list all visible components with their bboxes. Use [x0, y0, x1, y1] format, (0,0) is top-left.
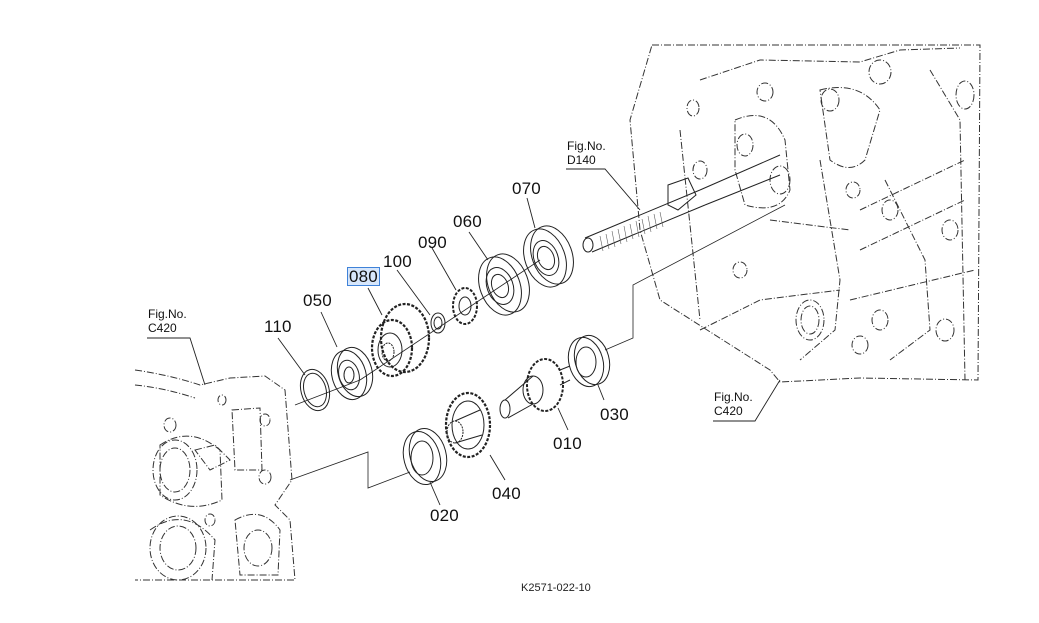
part-label-070[interactable]: 070	[512, 179, 541, 198]
part-label-010[interactable]: 010	[553, 434, 582, 453]
bearing-030	[567, 334, 611, 388]
part-label-050[interactable]: 050	[303, 291, 332, 310]
part-label-110[interactable]: 110	[264, 317, 292, 336]
figure-ref-left-line1: Fig.No.	[148, 307, 187, 321]
gear-shaft-010	[499, 358, 571, 419]
figure-ref-shaft-line2: D140	[567, 153, 596, 167]
leader-lines	[147, 168, 781, 506]
figure-ref-right-line2: C420	[714, 404, 743, 418]
bearing-050	[330, 346, 374, 401]
double-gear-080	[370, 302, 431, 378]
left-transmission-case	[134, 369, 296, 581]
part-label-040[interactable]: 040	[492, 484, 521, 503]
part-label-030[interactable]: 030	[600, 405, 629, 424]
figure-ref-left-line2: C420	[148, 321, 177, 335]
gear-090	[452, 287, 478, 325]
part-label-020[interactable]: 020	[430, 506, 459, 525]
figure-ref-shaft[interactable]: Fig.No. D140	[567, 139, 606, 167]
figure-ref-right[interactable]: Fig.No. C420	[714, 390, 753, 418]
figure-ref-left[interactable]: Fig.No. C420	[148, 307, 187, 335]
part-label-060[interactable]: 060	[453, 212, 482, 231]
bearing-060	[478, 253, 530, 316]
collar-100	[430, 312, 446, 334]
part-label-090[interactable]: 090	[418, 233, 447, 252]
figure-ref-shaft-line1: Fig.No.	[567, 139, 606, 153]
right-transmission-case	[629, 44, 981, 383]
drawing-code: K2571-022-10	[521, 582, 591, 594]
axis-lines	[289, 204, 786, 489]
figure-ref-right-line1: Fig.No.	[714, 390, 753, 404]
bearing-020	[402, 428, 448, 485]
part-label-080-selected[interactable]: 080	[347, 267, 380, 286]
gear-040	[444, 391, 492, 459]
pinion-shaft	[582, 154, 781, 253]
bearing-070	[523, 225, 574, 288]
shim-110	[299, 368, 331, 412]
part-label-100[interactable]: 100	[383, 252, 412, 271]
